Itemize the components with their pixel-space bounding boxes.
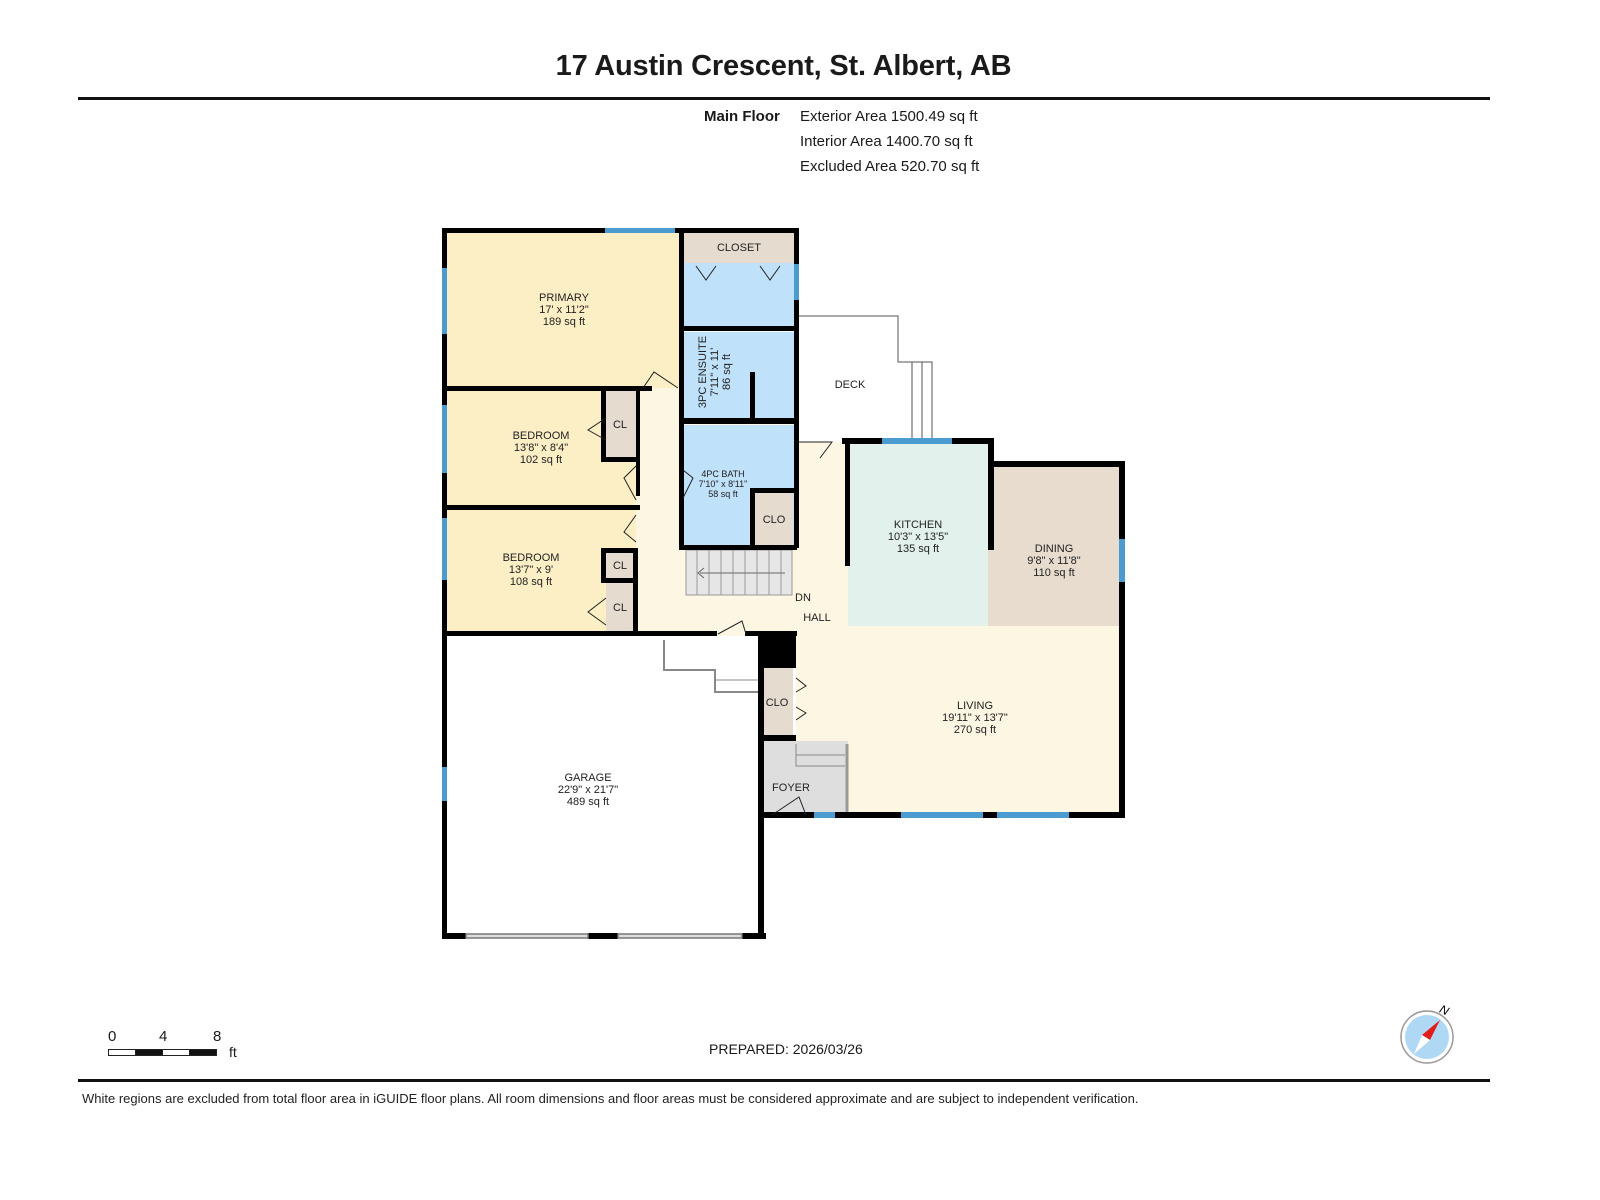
- stairs: [685, 549, 793, 596]
- room-garage: GARAGE 22'9" x 21'7" 489 sq ft: [558, 772, 618, 808]
- clo-bath-fill: [755, 492, 793, 547]
- disclaimer-text: White regions are excluded from total fl…: [82, 1091, 1139, 1106]
- scale-tick-0: 0: [108, 1028, 117, 1045]
- room-area: 489 sq ft: [566, 796, 610, 808]
- room-area: 102 sq ft: [519, 454, 563, 466]
- prepared-date: PREPARED: 2026/03/26: [709, 1041, 863, 1057]
- clo-entry-fill: [762, 668, 793, 738]
- scale-tick-4: 4: [159, 1028, 168, 1045]
- room-name: BEDROOM: [502, 552, 560, 564]
- room-name: 3PC ENSUITE: [697, 335, 709, 409]
- ensuite-fill: [683, 332, 795, 420]
- windows: [442, 228, 1125, 818]
- compass-icon: N: [1400, 1002, 1454, 1064]
- room-dims: 7'10" x 8'11": [698, 479, 748, 489]
- room-dining: DINING 9'8" x 11'8" 110 sq ft: [1027, 543, 1080, 579]
- living-fill: [796, 626, 1121, 814]
- garage-door: [465, 933, 743, 939]
- room-dims: 13'8" x 8'4": [513, 442, 569, 454]
- room-dims: 19'11" x 13'7": [942, 712, 1008, 724]
- room-name: KITCHEN: [893, 519, 943, 531]
- room-dims: 17' x 11'2": [539, 304, 589, 316]
- ensuite-top-fill: [683, 263, 795, 329]
- room-bedroom-1: BEDROOM 13'8" x 8'4" 102 sq ft: [513, 430, 570, 466]
- dining-fill: [988, 465, 1121, 626]
- room-area: 108 sq ft: [509, 576, 553, 588]
- foyer-label: FOYER: [772, 782, 810, 794]
- header-divider: [78, 97, 1490, 100]
- interior-area: Interior Area 1400.70 sq ft: [800, 133, 973, 150]
- closet-label-3: CL: [612, 602, 628, 614]
- closet-top-fill: [683, 233, 795, 263]
- garage-steps: [663, 640, 760, 693]
- room-dims: 7'11" x 11': [709, 347, 721, 397]
- room-ensuite: 3PC ENSUITE 7'11" x 11' 86 sq ft: [697, 336, 733, 408]
- cl3-fill: [606, 583, 636, 633]
- kitchen-fill: [848, 442, 988, 626]
- excluded-area: Excluded Area 520.70 sq ft: [800, 158, 980, 175]
- room-name: 4PC BATH: [701, 469, 745, 479]
- closet-top-label: CLOSET: [716, 242, 762, 254]
- stairs-down-label: DN: [795, 592, 811, 604]
- closet-label-1: CL: [612, 419, 628, 431]
- room-dims: 13'7" x 9': [508, 564, 554, 576]
- room-area: 189 sq ft: [542, 316, 586, 328]
- closet-label-entry: CLO: [765, 697, 789, 709]
- footer-divider: [78, 1079, 1490, 1082]
- scale-unit: ft: [229, 1044, 237, 1060]
- room-dims: 10'3" x 13'5": [887, 531, 949, 543]
- cl2-fill: [606, 553, 636, 579]
- hall-fill-2: [796, 442, 848, 638]
- room-area: 58 sq ft: [708, 489, 738, 499]
- deck-outline: [798, 315, 933, 442]
- foyer-steps: [795, 744, 849, 812]
- foyer-fill: [762, 741, 848, 814]
- scale-tick-8: 8: [213, 1028, 222, 1045]
- room-name: BEDROOM: [512, 430, 570, 442]
- room-area: 110 sq ft: [1033, 567, 1075, 579]
- room-living: LIVING 19'11" x 13'7" 270 sq ft: [942, 700, 1008, 736]
- closet-label-2: CL: [612, 560, 628, 572]
- room-kitchen: KITCHEN 10'3" x 13'5" 135 sq ft: [888, 519, 948, 555]
- room-area: 270 sq ft: [953, 724, 997, 736]
- deck-label: DECK: [834, 379, 866, 391]
- room-dims: 9'8" x 11'8": [1027, 555, 1081, 567]
- room-area: 86 sq ft: [721, 353, 733, 391]
- room-name: GARAGE: [564, 772, 612, 784]
- room-4pc-bath: 4PC BATH 7'10" x 8'11" 58 sq ft: [699, 469, 748, 499]
- room-name: PRIMARY: [539, 292, 589, 304]
- room-name: DINING: [1034, 543, 1074, 555]
- page-title: 17 Austin Crescent, St. Albert, AB: [555, 50, 1012, 82]
- room-primary: PRIMARY 17' x 11'2" 189 sq ft: [539, 292, 589, 328]
- door-swings: [587, 265, 833, 816]
- room-area: 135 sq ft: [896, 543, 940, 555]
- room-dims: 22'9" x 21'7": [557, 784, 619, 796]
- hall-label: HALL: [803, 612, 831, 624]
- cl1-fill: [606, 390, 636, 462]
- primary-room-fill: [446, 233, 682, 388]
- exterior-area: Exterior Area 1500.49 sq ft: [800, 108, 978, 125]
- floor-label: Main Floor: [704, 108, 780, 125]
- room-name: LIVING: [956, 700, 994, 712]
- room-bedroom-2: BEDROOM 13'7" x 9' 108 sq ft: [503, 552, 560, 588]
- closet-label-bath: CLO: [762, 514, 786, 526]
